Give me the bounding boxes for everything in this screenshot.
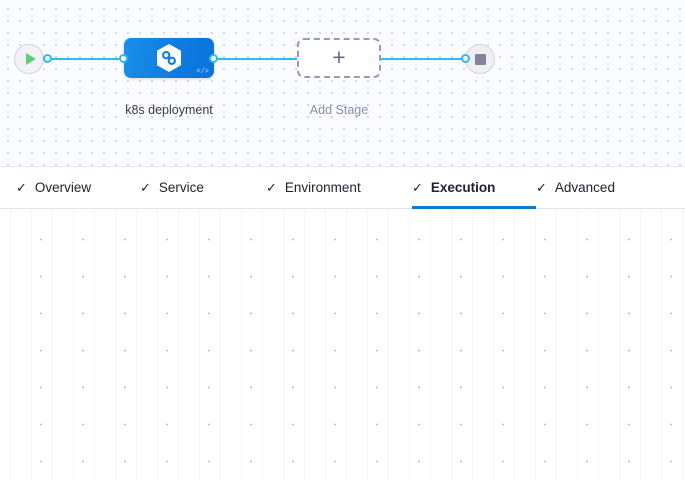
check-icon: ✓ — [536, 180, 547, 195]
connector-addstage-to-end — [380, 58, 465, 60]
tab-label: Service — [158, 180, 204, 195]
plus-icon: + — [332, 43, 346, 70]
port-stage-in[interactable] — [119, 54, 128, 63]
tab-service[interactable]: ✓ Service — [140, 166, 266, 209]
add-stage-label: Add Stage — [309, 103, 369, 117]
tab-label: Execution — [430, 180, 496, 195]
tab-label: Advanced — [554, 180, 615, 195]
harness-hexagon-icon — [155, 43, 183, 73]
check-icon: ✓ — [266, 180, 277, 195]
stage-node-k8s-deployment[interactable]: </> — [124, 38, 214, 78]
tab-active-underline — [412, 206, 536, 209]
connector-stage-to-addstage — [213, 58, 301, 60]
stage-config-tabs[interactable]: ✓ Overview ✓ Service ✓ Environment ✓ Exe… — [0, 166, 685, 209]
stage-label-k8s-deployment: k8s deployment — [125, 103, 213, 117]
tab-label: Environment — [284, 180, 361, 195]
stop-icon — [474, 53, 486, 65]
connector-start-to-stage — [47, 58, 119, 60]
pipeline-end-node[interactable] — [465, 44, 495, 74]
play-icon — [25, 53, 36, 65]
check-icon: ✓ — [16, 180, 27, 195]
tab-environment[interactable]: ✓ Environment — [266, 166, 412, 209]
add-stage-button[interactable]: + — [297, 38, 381, 78]
check-icon: ✓ — [412, 180, 423, 195]
port-start-out[interactable] — [43, 54, 52, 63]
tab-execution[interactable]: ✓ Execution — [412, 166, 536, 209]
port-stage-out[interactable] — [209, 54, 218, 63]
execution-pipeline-canvas[interactable]: </> IAM resources Plan IAM Approval — [0, 209, 685, 480]
stage-pipeline-canvas[interactable]: </> k8s deployment + Add Stage — [0, 0, 685, 166]
stage-code-badge: </> — [196, 68, 209, 76]
tab-label: Overview — [34, 180, 92, 195]
port-end-in[interactable] — [461, 54, 470, 63]
tab-overview[interactable]: ✓ Overview — [12, 166, 140, 209]
pipeline-start-node[interactable] — [14, 44, 44, 74]
check-icon: ✓ — [140, 180, 151, 195]
tab-advanced[interactable]: ✓ Advanced — [536, 166, 666, 209]
